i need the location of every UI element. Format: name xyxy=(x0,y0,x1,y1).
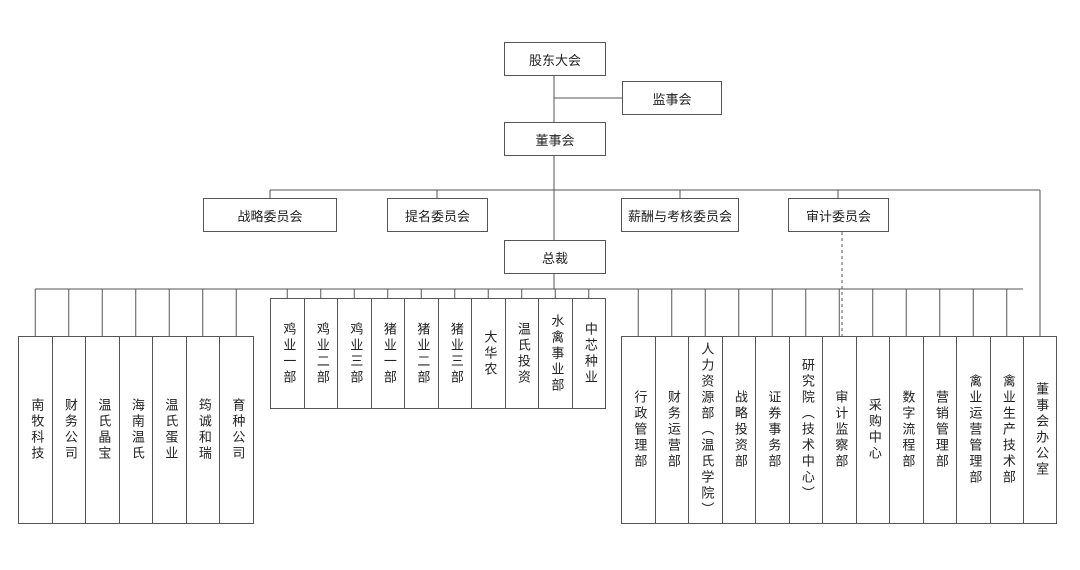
middle-unit-box: 鸡业二部 xyxy=(303,298,338,409)
right-unit-box: 审计监察部 xyxy=(822,336,857,524)
supervisors-box: 监事会 xyxy=(622,81,722,115)
right-unit-label: 采购中心 xyxy=(865,398,881,462)
left-unit-box: 海南温氏 xyxy=(118,336,153,524)
president-box: 总裁 xyxy=(504,240,606,274)
right-unit-box: 行政管理部 xyxy=(621,336,656,524)
right-unit-label: 禽业生产技术部 xyxy=(999,374,1015,486)
left-unit-box: 南牧科技 xyxy=(18,336,53,524)
middle-unit-label: 大华农 xyxy=(481,329,497,378)
board-box: 董事会 xyxy=(504,122,606,156)
committee-label: 战略委员会 xyxy=(237,209,303,225)
left-unit-label: 南牧科技 xyxy=(28,398,44,462)
right-unit-box: 数字流程部 xyxy=(889,336,924,524)
right-unit-box: 人力资源部（温氏学院） xyxy=(688,336,723,524)
committee-label: 提名委员会 xyxy=(404,209,470,225)
middle-unit-label: 猪业三部 xyxy=(447,321,463,386)
board-office-box: 董事会办公室 xyxy=(1023,336,1057,524)
shareholders-box: 股东大会 xyxy=(504,42,606,76)
right-drop-lines xyxy=(637,289,1008,336)
middle-unit-box: 猪业二部 xyxy=(404,298,439,409)
right-unit-box: 战略投资部 xyxy=(721,336,756,524)
middle-unit-label: 鸡业二部 xyxy=(313,321,329,386)
left-unit-box: 育种公司 xyxy=(219,336,254,524)
left-unit-label: 温氏蛋业 xyxy=(162,398,178,462)
right-unit-box: 财务运营部 xyxy=(654,336,689,524)
right-unit-box: 禽业运营管理部 xyxy=(956,336,991,524)
right-unit-box: 采购中心 xyxy=(855,336,890,524)
committee-audit-box: 审计委员会 xyxy=(788,198,889,232)
right-unit-box: 营销管理部 xyxy=(922,336,957,524)
middle-unit-label: 鸡业三部 xyxy=(347,321,363,386)
committee-compensation-box: 薪酬与考核委员会 xyxy=(621,198,739,232)
right-unit-label: 禽业运营管理部 xyxy=(966,374,982,486)
left-unit-box: 温氏晶宝 xyxy=(85,336,120,524)
right-unit-label: 人力资源部（温氏学院） xyxy=(698,342,714,518)
right-unit-box: 证券事务部 xyxy=(755,336,790,524)
middle-unit-box: 中芯种业 xyxy=(571,298,606,409)
middle-unit-box: 猪业三部 xyxy=(437,298,472,409)
right-unit-box: 研究院（技术中心） xyxy=(788,336,823,524)
right-unit-label: 财务运营部 xyxy=(664,390,680,470)
supervisors-label: 监事会 xyxy=(652,92,692,108)
left-unit-box: 筠诚和瑞 xyxy=(185,336,220,524)
left-unit-box: 温氏蛋业 xyxy=(152,336,187,524)
committee-strategy-box: 战略委员会 xyxy=(203,198,337,232)
right-unit-label: 研究院（技术中心） xyxy=(798,358,814,502)
middle-unit-box: 猪业一部 xyxy=(370,298,405,409)
middle-unit-box: 鸡业一部 xyxy=(270,298,305,409)
middle-unit-label: 鸡业一部 xyxy=(280,321,296,386)
right-unit-label: 数字流程部 xyxy=(899,390,915,470)
committee-label: 薪酬与考核委员会 xyxy=(627,209,732,225)
middle-unit-label: 中芯种业 xyxy=(581,321,597,386)
right-unit-label: 证券事务部 xyxy=(765,390,781,470)
middle-unit-box: 鸡业三部 xyxy=(337,298,372,409)
left-unit-label: 海南温氏 xyxy=(128,398,144,462)
right-unit-label: 行政管理部 xyxy=(631,390,647,470)
middle-unit-box: 水禽事业部 xyxy=(538,298,573,409)
middle-unit-label: 温氏投资 xyxy=(514,321,530,386)
right-unit-label: 营销管理部 xyxy=(932,390,948,470)
left-unit-label: 筠诚和瑞 xyxy=(195,398,211,462)
board-label: 董事会 xyxy=(535,133,575,149)
president-label: 总裁 xyxy=(541,251,568,267)
middle-unit-label: 猪业一部 xyxy=(380,321,396,386)
shareholders-label: 股东大会 xyxy=(528,53,581,69)
middle-unit-label: 猪业二部 xyxy=(414,321,430,386)
right-unit-box: 禽业生产技术部 xyxy=(989,336,1024,524)
middle-unit-box: 温氏投资 xyxy=(504,298,539,409)
left-unit-box: 财务公司 xyxy=(51,336,86,524)
left-unit-label: 温氏晶宝 xyxy=(95,398,111,462)
right-unit-label: 审计监察部 xyxy=(832,390,848,470)
left-unit-label: 育种公司 xyxy=(229,398,245,462)
middle-unit-box: 大华农 xyxy=(471,298,506,409)
committee-label: 审计委员会 xyxy=(805,209,871,225)
board-office-label: 董事会办公室 xyxy=(1033,382,1049,478)
middle-unit-label: 水禽事业部 xyxy=(548,313,564,394)
right-unit-label: 战略投资部 xyxy=(731,390,747,470)
committee-nomination-box: 提名委员会 xyxy=(387,198,488,232)
left-unit-label: 财务公司 xyxy=(61,398,77,462)
left-drop-lines xyxy=(34,289,237,336)
middle-drop-lines xyxy=(286,289,590,298)
